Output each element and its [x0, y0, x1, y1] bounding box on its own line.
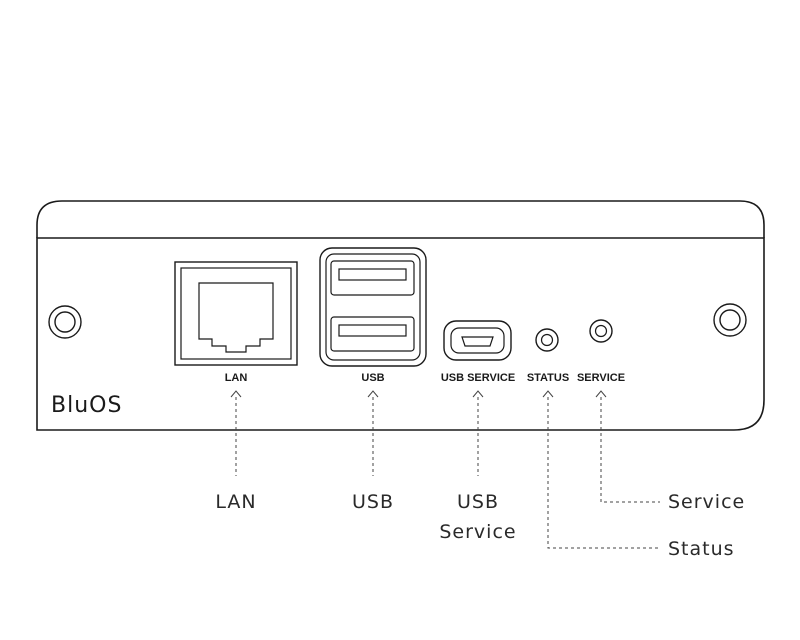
leader-service: [595, 390, 660, 503]
usb-service-port-icon: [443, 320, 512, 361]
panel-top-lip: [36, 200, 765, 238]
panel-label-service: SERVICE: [577, 372, 625, 384]
left-screw-icon: [48, 305, 82, 339]
usb-ports-icon: [319, 247, 427, 367]
panel-label-usb: USB: [361, 372, 384, 384]
leader-usb-service: [472, 390, 484, 476]
callout-service: Service: [668, 491, 745, 513]
panel-faceplate: [36, 237, 765, 431]
panel-label-lan: LAN: [225, 372, 248, 384]
callout-usb-service-line2: Service: [439, 521, 516, 543]
leader-usb: [367, 390, 379, 476]
status-led-icon: [535, 328, 559, 352]
right-screw-icon: [713, 303, 747, 337]
bluos-logo: BluOS: [51, 393, 122, 418]
service-button-icon: [589, 319, 613, 343]
callout-lan: LAN: [215, 491, 256, 513]
leader-lan: [230, 390, 242, 476]
callout-status: Status: [668, 538, 735, 560]
panel-label-status: STATUS: [527, 372, 569, 384]
callout-usb: USB: [352, 491, 394, 513]
callout-usb-service-line1: USB: [457, 491, 499, 513]
leader-status: [542, 390, 660, 549]
panel-label-usb-service: USB SERVICE: [441, 372, 515, 384]
lan-port-icon: [174, 261, 298, 366]
